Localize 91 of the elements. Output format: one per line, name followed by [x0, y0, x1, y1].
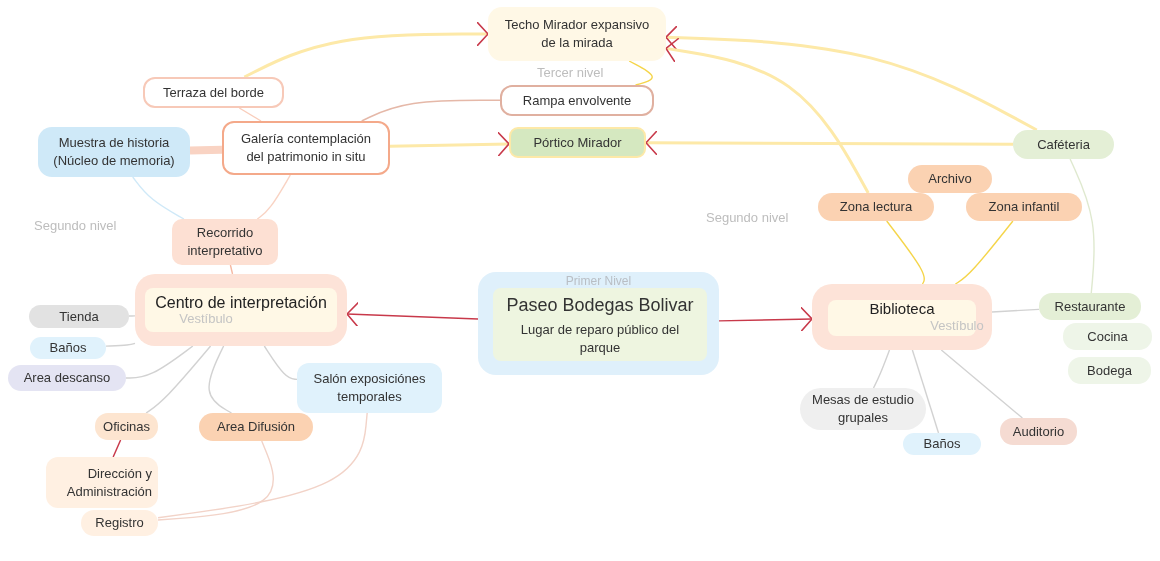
node-label: Zona infantil	[988, 198, 1060, 216]
node-label: Pórtico Mirador	[533, 133, 622, 152]
node-label: Baños	[923, 435, 961, 453]
connector-line	[911, 349, 940, 434]
node-label: Mesas de estudio grupales	[811, 391, 915, 427]
node-label: Galería contemplación del patrimonio in situ	[239, 130, 373, 166]
node-label: Baños	[49, 339, 87, 357]
arrow	[718, 306, 813, 332]
node-box	[95, 413, 158, 440]
node-label: Oficinas	[103, 417, 150, 436]
connector-line	[886, 220, 926, 285]
arrow	[346, 301, 479, 328]
connector-line	[256, 174, 291, 220]
connector-line	[157, 440, 274, 521]
node-label: Dirección y Administración	[65, 464, 153, 501]
node-sublabel: Vestíbulo	[179, 311, 233, 328]
node-box	[903, 433, 981, 455]
node-label: Centro de interpretación	[155, 293, 327, 314]
arrow	[665, 24, 1038, 132]
node-label: Area Difusión	[216, 418, 295, 436]
node-label: Biblioteca	[869, 299, 935, 320]
connector-line	[125, 345, 194, 379]
connector-line	[1069, 158, 1095, 294]
node-box	[297, 363, 442, 413]
node-label: Restaurante	[1054, 297, 1126, 316]
node-box	[199, 413, 313, 441]
connector-line	[991, 308, 1040, 313]
connector-line	[954, 220, 1014, 285]
connector-line	[238, 107, 262, 122]
node-box	[222, 121, 390, 175]
connector-line	[189, 145, 223, 155]
node-sublabel: Vestíbulo	[930, 317, 984, 335]
arrow	[389, 131, 510, 157]
node-box	[500, 85, 654, 116]
node-label: Registro	[95, 514, 144, 532]
connector-line	[112, 439, 122, 458]
node-label: Techo Mirador expansivo de la mirada	[503, 16, 651, 52]
node-box	[812, 284, 992, 350]
node-box	[1000, 418, 1077, 445]
node-sublabel: Lugar de reparo público del parque	[519, 321, 681, 357]
connector-line	[128, 315, 136, 317]
node-box	[493, 288, 707, 361]
node-box	[818, 193, 934, 221]
node-box	[800, 388, 926, 430]
node-box	[1013, 130, 1114, 159]
connector-line	[940, 349, 1024, 419]
node-box	[29, 305, 129, 328]
node-box	[135, 274, 347, 346]
node-label: Area descanso	[23, 369, 111, 387]
node-label: Rampa envolvente	[522, 91, 632, 110]
node-label: Archivo	[928, 170, 972, 188]
arrow	[665, 37, 870, 194]
node-box	[488, 7, 666, 61]
node-label: Tienda	[59, 307, 99, 326]
connector-line	[208, 345, 233, 414]
node-label: Terraza del borde	[162, 83, 265, 102]
node-label: Paseo Bodegas Bolivar	[506, 293, 694, 317]
node-box	[478, 272, 719, 375]
node-box	[908, 165, 992, 193]
connector-line	[361, 99, 501, 122]
node-label: Muestra de historia (Núcleo de memoria)	[52, 134, 176, 170]
arrow	[645, 130, 1013, 156]
connector-line	[157, 412, 368, 519]
node-box	[81, 510, 158, 536]
node-box	[509, 127, 646, 158]
connector-line	[872, 349, 891, 389]
level-label: Tercer nivel	[537, 65, 604, 80]
level-label: Segundo nivel	[706, 210, 789, 225]
node-box	[172, 219, 278, 265]
node-label: Zona lectura	[839, 198, 913, 216]
connector-line	[105, 342, 136, 347]
node-box	[46, 457, 158, 508]
node-box	[30, 337, 106, 359]
connector-line	[628, 60, 653, 86]
level-label: Segundo nivel	[34, 218, 117, 233]
node-label: Caféteria	[1037, 135, 1090, 154]
node-box	[38, 127, 190, 177]
node-box	[966, 193, 1082, 221]
node-label: Recorrido interpretativo	[186, 224, 264, 260]
node-box	[1039, 293, 1141, 320]
node-box	[8, 365, 126, 391]
node-label: Bodega	[1087, 361, 1132, 380]
connector-line	[229, 264, 234, 275]
node-label: Auditorio	[1012, 422, 1065, 441]
node-label: Cocina	[1087, 327, 1128, 346]
connector-line	[263, 345, 298, 381]
connector-line	[145, 345, 212, 414]
arrow	[243, 21, 489, 79]
connector-line	[132, 176, 185, 220]
node-box	[143, 77, 284, 108]
node-label: Salón exposiciónes temporales	[312, 370, 427, 406]
